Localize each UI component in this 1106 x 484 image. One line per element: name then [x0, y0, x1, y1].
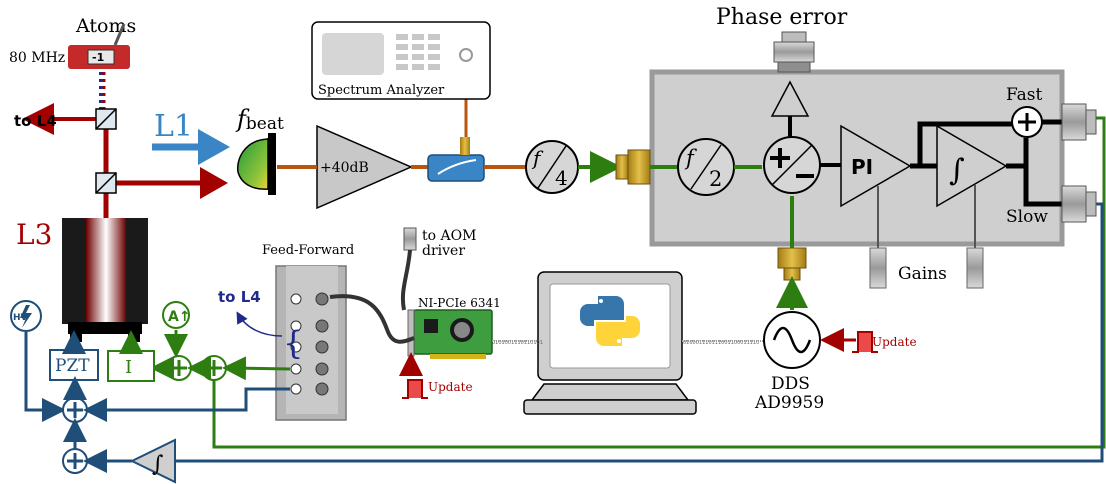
slow-label: Slow — [1006, 207, 1048, 227]
l3-label: L3 — [16, 218, 52, 251]
aom-cable — [400, 249, 412, 311]
python-logo-icon — [580, 296, 640, 346]
gains-label: Gains — [898, 264, 947, 284]
nipcie-label: NI-PCIe 6341 — [418, 296, 501, 310]
to-l4-ff-label: to L4 — [218, 288, 261, 306]
ff-to-navy-sum-wire — [83, 387, 290, 422]
bits-b-label: 010001110111001100011110 — [683, 340, 759, 346]
ni-pcie-card-icon — [407, 309, 493, 359]
sum-green-right-icon — [201, 355, 227, 381]
current-driver-box — [107, 350, 155, 382]
update-right-label: Update — [872, 335, 917, 349]
gain-knob-int-icon — [966, 247, 984, 289]
i-box-label: I — [125, 357, 132, 378]
dds-label: DDS — [771, 374, 810, 394]
feed-forward-label: Feed-Forward — [262, 243, 354, 258]
pi-to-fast-wire — [910, 121, 1015, 169]
coupler-icon — [427, 137, 485, 182]
hv-to-sum-wire — [24, 332, 66, 422]
l1-label: L1 — [154, 109, 193, 144]
bits-a-label: 0101001110110101 — [492, 340, 543, 346]
divider-2-icon — [677, 138, 735, 196]
bnc-slow-output-icon — [1061, 185, 1097, 223]
spectrum-analyzer-icon — [311, 21, 491, 100]
bnc-phase-error-icon — [773, 31, 815, 73]
fbeat-label: fbeat — [235, 105, 284, 134]
slow-integrator-icon — [129, 438, 176, 484]
sum-navy-top-icon — [62, 397, 88, 423]
freq-label: 80 MHz — [9, 50, 65, 66]
phase-error-label: Phase error — [716, 5, 848, 30]
integrator-icon — [936, 124, 1008, 208]
sum-green-left-icon — [166, 355, 192, 381]
beam-splitter-top — [95, 108, 117, 130]
sma-input-icon — [615, 149, 651, 185]
to-aom-label: to AOM — [422, 228, 476, 244]
atoms-label: Atoms — [75, 15, 136, 37]
integrator-label: ∫ — [949, 153, 965, 188]
gain-knob-pi-icon — [869, 247, 887, 289]
aom-icon — [68, 23, 130, 69]
div2-den: 2 — [709, 167, 722, 191]
fast-label: Fast — [1006, 85, 1043, 105]
amplitude-icon: A↑ — [162, 301, 191, 329]
laser-l3-icon — [62, 218, 148, 342]
brace-icon: { — [283, 324, 303, 362]
beam-splitter-bottom — [95, 172, 117, 194]
pi-label: PI — [851, 155, 873, 179]
bnc-to-aom-icon — [403, 227, 417, 251]
svg-text:A↑: A↑ — [168, 309, 191, 325]
slow-integrator-symbol: ∫ — [152, 452, 164, 477]
hv-icon — [10, 300, 42, 332]
ff-to-sum-wire — [222, 356, 291, 381]
update-pulse-left-icon — [402, 379, 428, 399]
to-l4-ff-arrow — [236, 311, 283, 337]
sma-dds-input-icon — [777, 247, 807, 281]
div4-den: 4 — [555, 166, 568, 190]
driver-label: driver — [422, 243, 465, 259]
feed-forward-box-icon — [275, 265, 347, 421]
amp-gain-label: +40dB — [320, 160, 369, 176]
photodiode-icon — [236, 133, 276, 195]
fast-feedback-wire — [212, 116, 1106, 449]
dds-icon — [763, 311, 821, 369]
pi-controller-icon — [840, 124, 912, 208]
ff-to-card-cable — [329, 294, 415, 344]
spectrum-analyzer-label: Spectrum Analyzer — [318, 83, 445, 98]
fast-sum-icon — [1011, 106, 1043, 138]
hv-label: HV — [13, 313, 28, 323]
l1-arrow — [198, 129, 230, 165]
aom-order-label: -1 — [92, 51, 104, 64]
ad9959-label: AD9959 — [754, 393, 824, 413]
update-left-label: Update — [428, 380, 473, 394]
laser-arrow-red — [200, 167, 228, 199]
div2-num: f — [684, 146, 697, 170]
sum-navy-bottom-icon — [62, 448, 88, 474]
update-pulse-right-icon — [852, 331, 878, 353]
mixer-icon — [763, 136, 821, 194]
int-to-slow-wire — [1006, 163, 1062, 207]
bnc-fast-output-icon — [1061, 103, 1097, 141]
to-l4-top-label: to L4 — [14, 112, 57, 130]
pzt-label: PZT — [55, 356, 90, 376]
